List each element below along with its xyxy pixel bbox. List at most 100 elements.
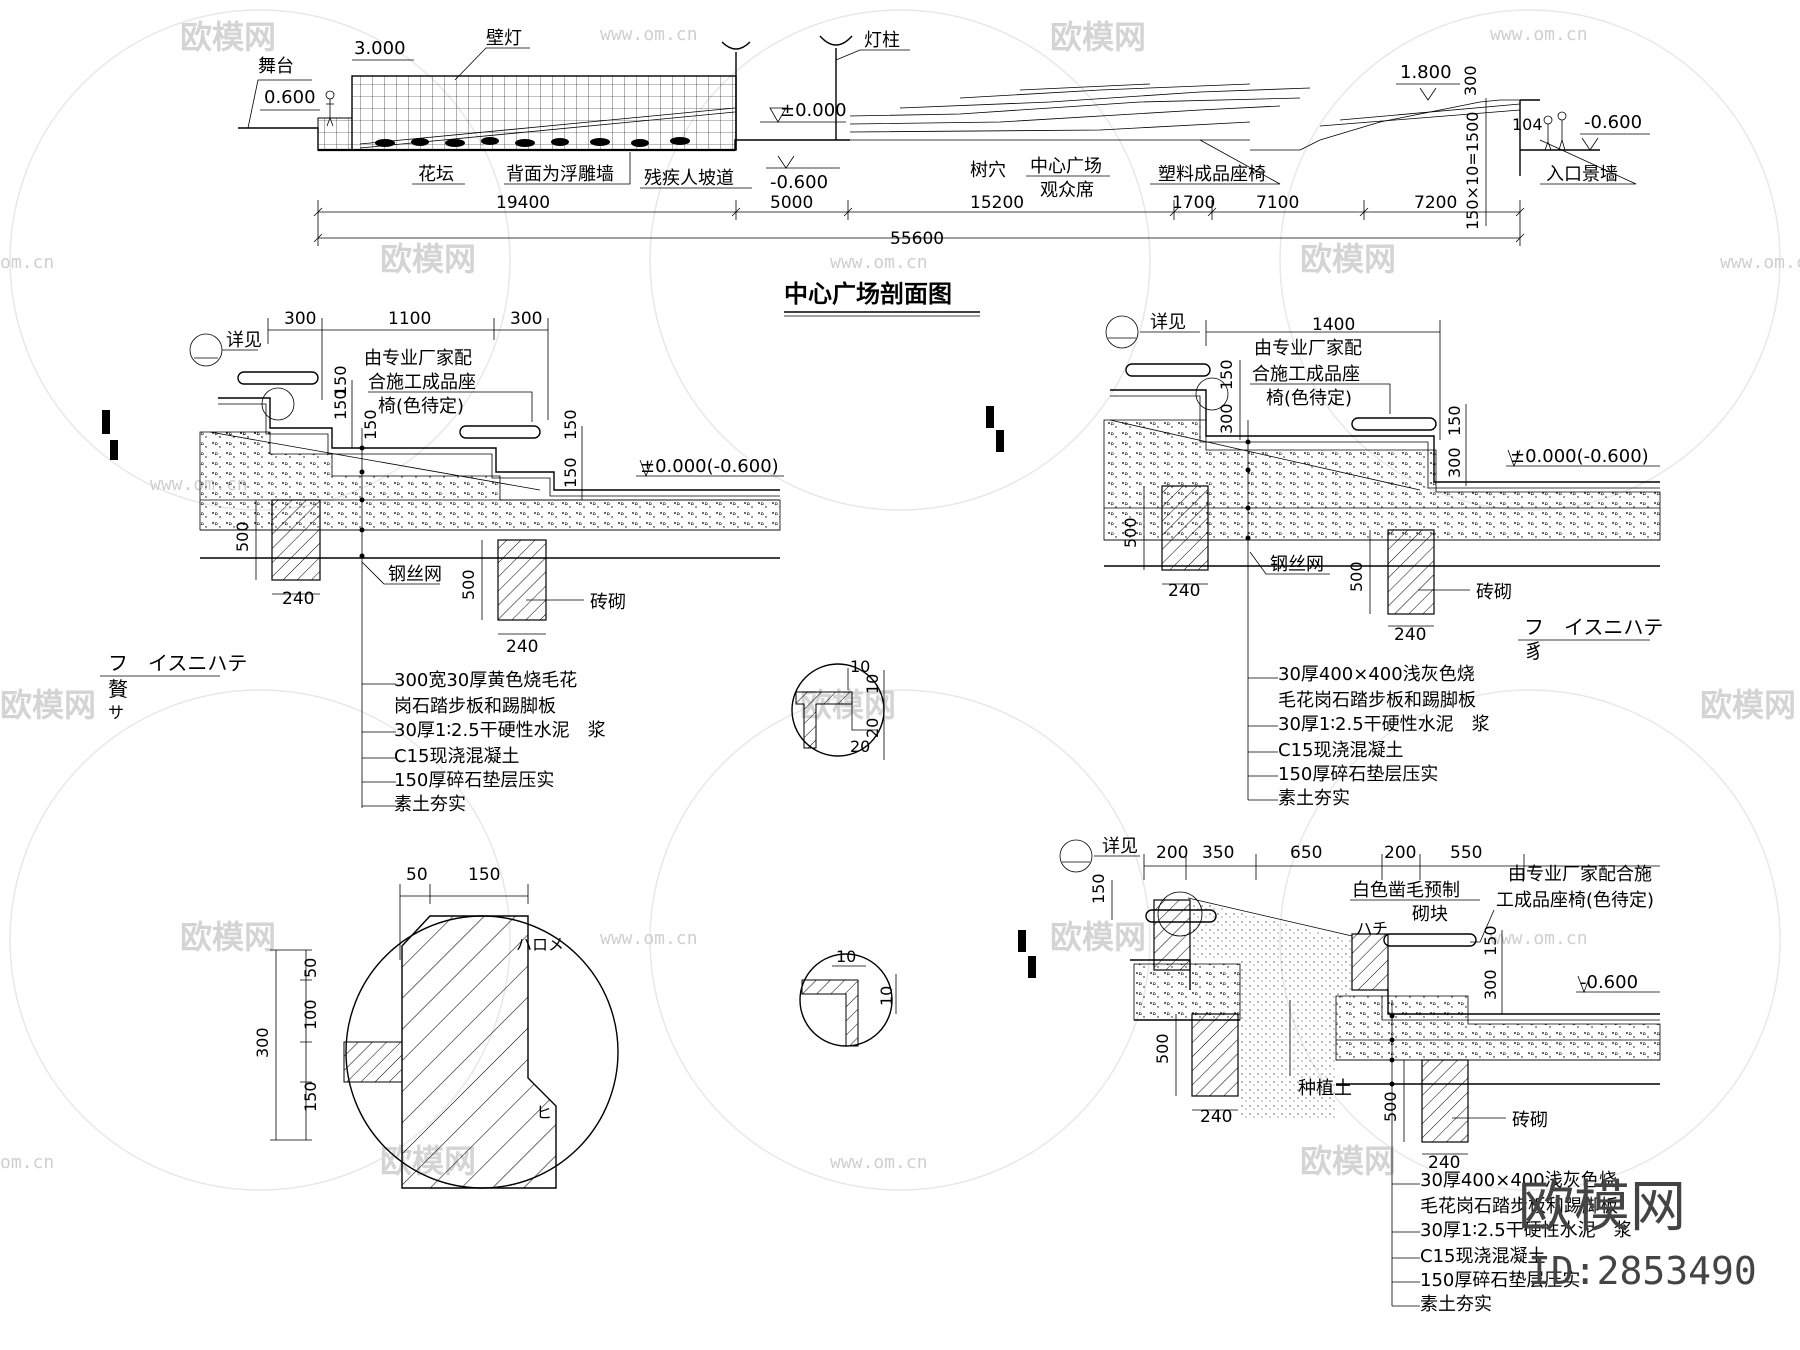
dim-100: 100: [301, 999, 320, 1030]
dim-50: 50: [406, 865, 428, 885]
dim-240: 240: [506, 637, 538, 657]
elevation-label: -0.600: [1580, 972, 1638, 993]
dim-240: 240: [1394, 625, 1426, 645]
watermark-site: www.om.cn: [600, 928, 698, 949]
dim-7200: 7200: [1414, 193, 1457, 213]
dim-7100: 7100: [1256, 193, 1299, 213]
dim-200: 200: [1384, 843, 1416, 863]
dim-300: 300: [253, 1027, 272, 1058]
person-icon: [1543, 111, 1567, 151]
logo-text: 欧模网: [1518, 1175, 1686, 1240]
garbled-text: 豸: [1524, 639, 1544, 663]
seat-note-line2: 合施工成品座: [1252, 364, 1360, 385]
dim-500: 500: [459, 569, 478, 600]
dim-150: 150: [468, 865, 500, 885]
stage-elevation: 0.600: [264, 87, 316, 108]
shrubs: [375, 137, 690, 147]
see-detail-label: 详见: [226, 330, 262, 351]
block-note-line2: 砌块: [1412, 904, 1448, 925]
dim-10: 10: [836, 947, 856, 966]
seat-note-line1: 由专业厂家配合施: [1508, 864, 1652, 885]
main-dimensions: [313, 200, 1525, 246]
relief-label: 背面为浮雕墙: [506, 164, 614, 185]
dim-v150: 150: [1217, 359, 1236, 390]
dim-10: 10: [850, 657, 870, 676]
dim-300: 300: [510, 309, 542, 329]
dim-240: 240: [282, 589, 314, 609]
dim-v150: 150: [1481, 925, 1500, 956]
seat-label: 塑料成品座椅: [1158, 164, 1266, 185]
watermark-brand: 欧模网: [1700, 686, 1796, 724]
layer-soil: 素土夯实: [394, 794, 466, 815]
seat-icon: [459, 425, 541, 439]
detail-ref-icon: [1105, 315, 1139, 349]
stage-label: 舞台: [258, 56, 294, 77]
dim-240: 240: [1428, 1153, 1460, 1173]
dim-v150: 150: [331, 389, 350, 420]
seat-icon: [1383, 933, 1477, 947]
layer-stone-1: 30厚400×400浅灰色烧: [1278, 664, 1475, 685]
elevation-label: ±0.000(-0.600): [1510, 446, 1649, 467]
dim-500: 500: [233, 521, 252, 552]
dim-10: 10: [863, 674, 882, 694]
mesh-label: 钢丝网: [388, 564, 442, 585]
dim-v150: 150: [331, 365, 350, 396]
watermark-brand: 欧模网: [1050, 18, 1146, 56]
layer-gravel: 150厚碎石垫层压实: [1278, 764, 1438, 785]
garbled-text: 贅: [108, 677, 128, 701]
dim-1700: 1700: [1172, 193, 1215, 213]
layer-stone-2: 毛花岗石踏步板和踢脚板: [1278, 690, 1476, 711]
brick-foundation: [271, 499, 321, 581]
layer-soil: 素土夯实: [1278, 788, 1350, 809]
dim-vertical-label: 150×10=1500: [1463, 112, 1482, 230]
dim-150: 150: [301, 1081, 320, 1112]
garbled-text: フ イスニハテ: [108, 651, 247, 675]
seat-icon: [1125, 363, 1211, 377]
brick-foundation: [1421, 1059, 1469, 1143]
watermark-brand: 欧模网: [1300, 240, 1396, 278]
center-plaza-label: 中心广场: [1030, 156, 1102, 177]
dim-500: 500: [1381, 1091, 1400, 1122]
main-section: 舞台 0.600 3.000 壁灯 灯柱 ±0.000 -0.600 1.800…: [238, 28, 1650, 317]
zero-elevation: ±0.000: [780, 100, 847, 121]
dim-19400: 19400: [496, 193, 550, 213]
relief-wall: [351, 75, 737, 151]
seat-note-line1: 由专业厂家配: [1254, 338, 1362, 359]
layer-soil: 素土夯实: [1420, 1294, 1492, 1315]
watermark-brand: 欧模网: [1050, 918, 1146, 956]
watermark-site: www.om.cn: [600, 24, 698, 45]
dim-v300: 300: [1445, 447, 1464, 478]
detail-note: ハロメ: [516, 935, 564, 954]
layer-stone-1: 300宽30厚黄色烧毛花: [394, 670, 577, 691]
flowerbed-label: 花坛: [418, 164, 454, 185]
watermark-brand: 欧模网: [180, 918, 276, 956]
wall-elevation: 3.000: [354, 38, 406, 59]
dim-v300: 300: [1481, 969, 1500, 1000]
watermark-site: www.om.cn: [830, 252, 928, 273]
dim-v150: 150: [561, 409, 580, 440]
dim-55600: 55600: [890, 229, 944, 249]
layer-concrete: C15现浇混凝土: [1278, 740, 1403, 761]
layer-concrete: C15现浇混凝土: [394, 746, 519, 767]
seat-note-line3: 椅(色待定): [1266, 388, 1352, 409]
seat-note-line3: 椅(色待定): [378, 396, 464, 417]
right-elevation: -0.600: [1584, 112, 1642, 133]
dim-240: 240: [1200, 1107, 1232, 1127]
audience-label: 观众席: [1040, 180, 1094, 201]
layer-stone-1: 30厚400×400浅灰色烧: [1420, 1170, 1617, 1191]
detail-note: ヒ: [536, 1103, 552, 1122]
dim-5000: 5000: [770, 193, 813, 213]
dim-300: 300: [284, 309, 316, 329]
mesh-label: 钢丝网: [1270, 554, 1324, 575]
seat-note-line2: 工成品座椅(色待定): [1496, 890, 1654, 911]
block-note-line1: 白色凿毛预制: [1352, 880, 1460, 901]
watermark-brand: 欧模网: [180, 18, 276, 56]
layer-concrete: C15现浇混凝土: [1420, 1246, 1545, 1267]
dim-500: 500: [1121, 517, 1140, 548]
detail-big-circle: 50 150 50 100 150 300 ハロメ ヒ: [253, 865, 619, 1189]
watermark-brand: 欧模网: [1300, 1142, 1396, 1180]
soil-label: 种植土: [1298, 1078, 1352, 1099]
brick-label: 砖砌: [1476, 582, 1512, 603]
dim-500: 500: [1347, 561, 1366, 592]
watermark-layer: 欧模网 欧模网 欧模网 欧模网 欧模网 欧模网 欧模网 欧模网 欧模网 欧模网 …: [0, 9, 1800, 1191]
